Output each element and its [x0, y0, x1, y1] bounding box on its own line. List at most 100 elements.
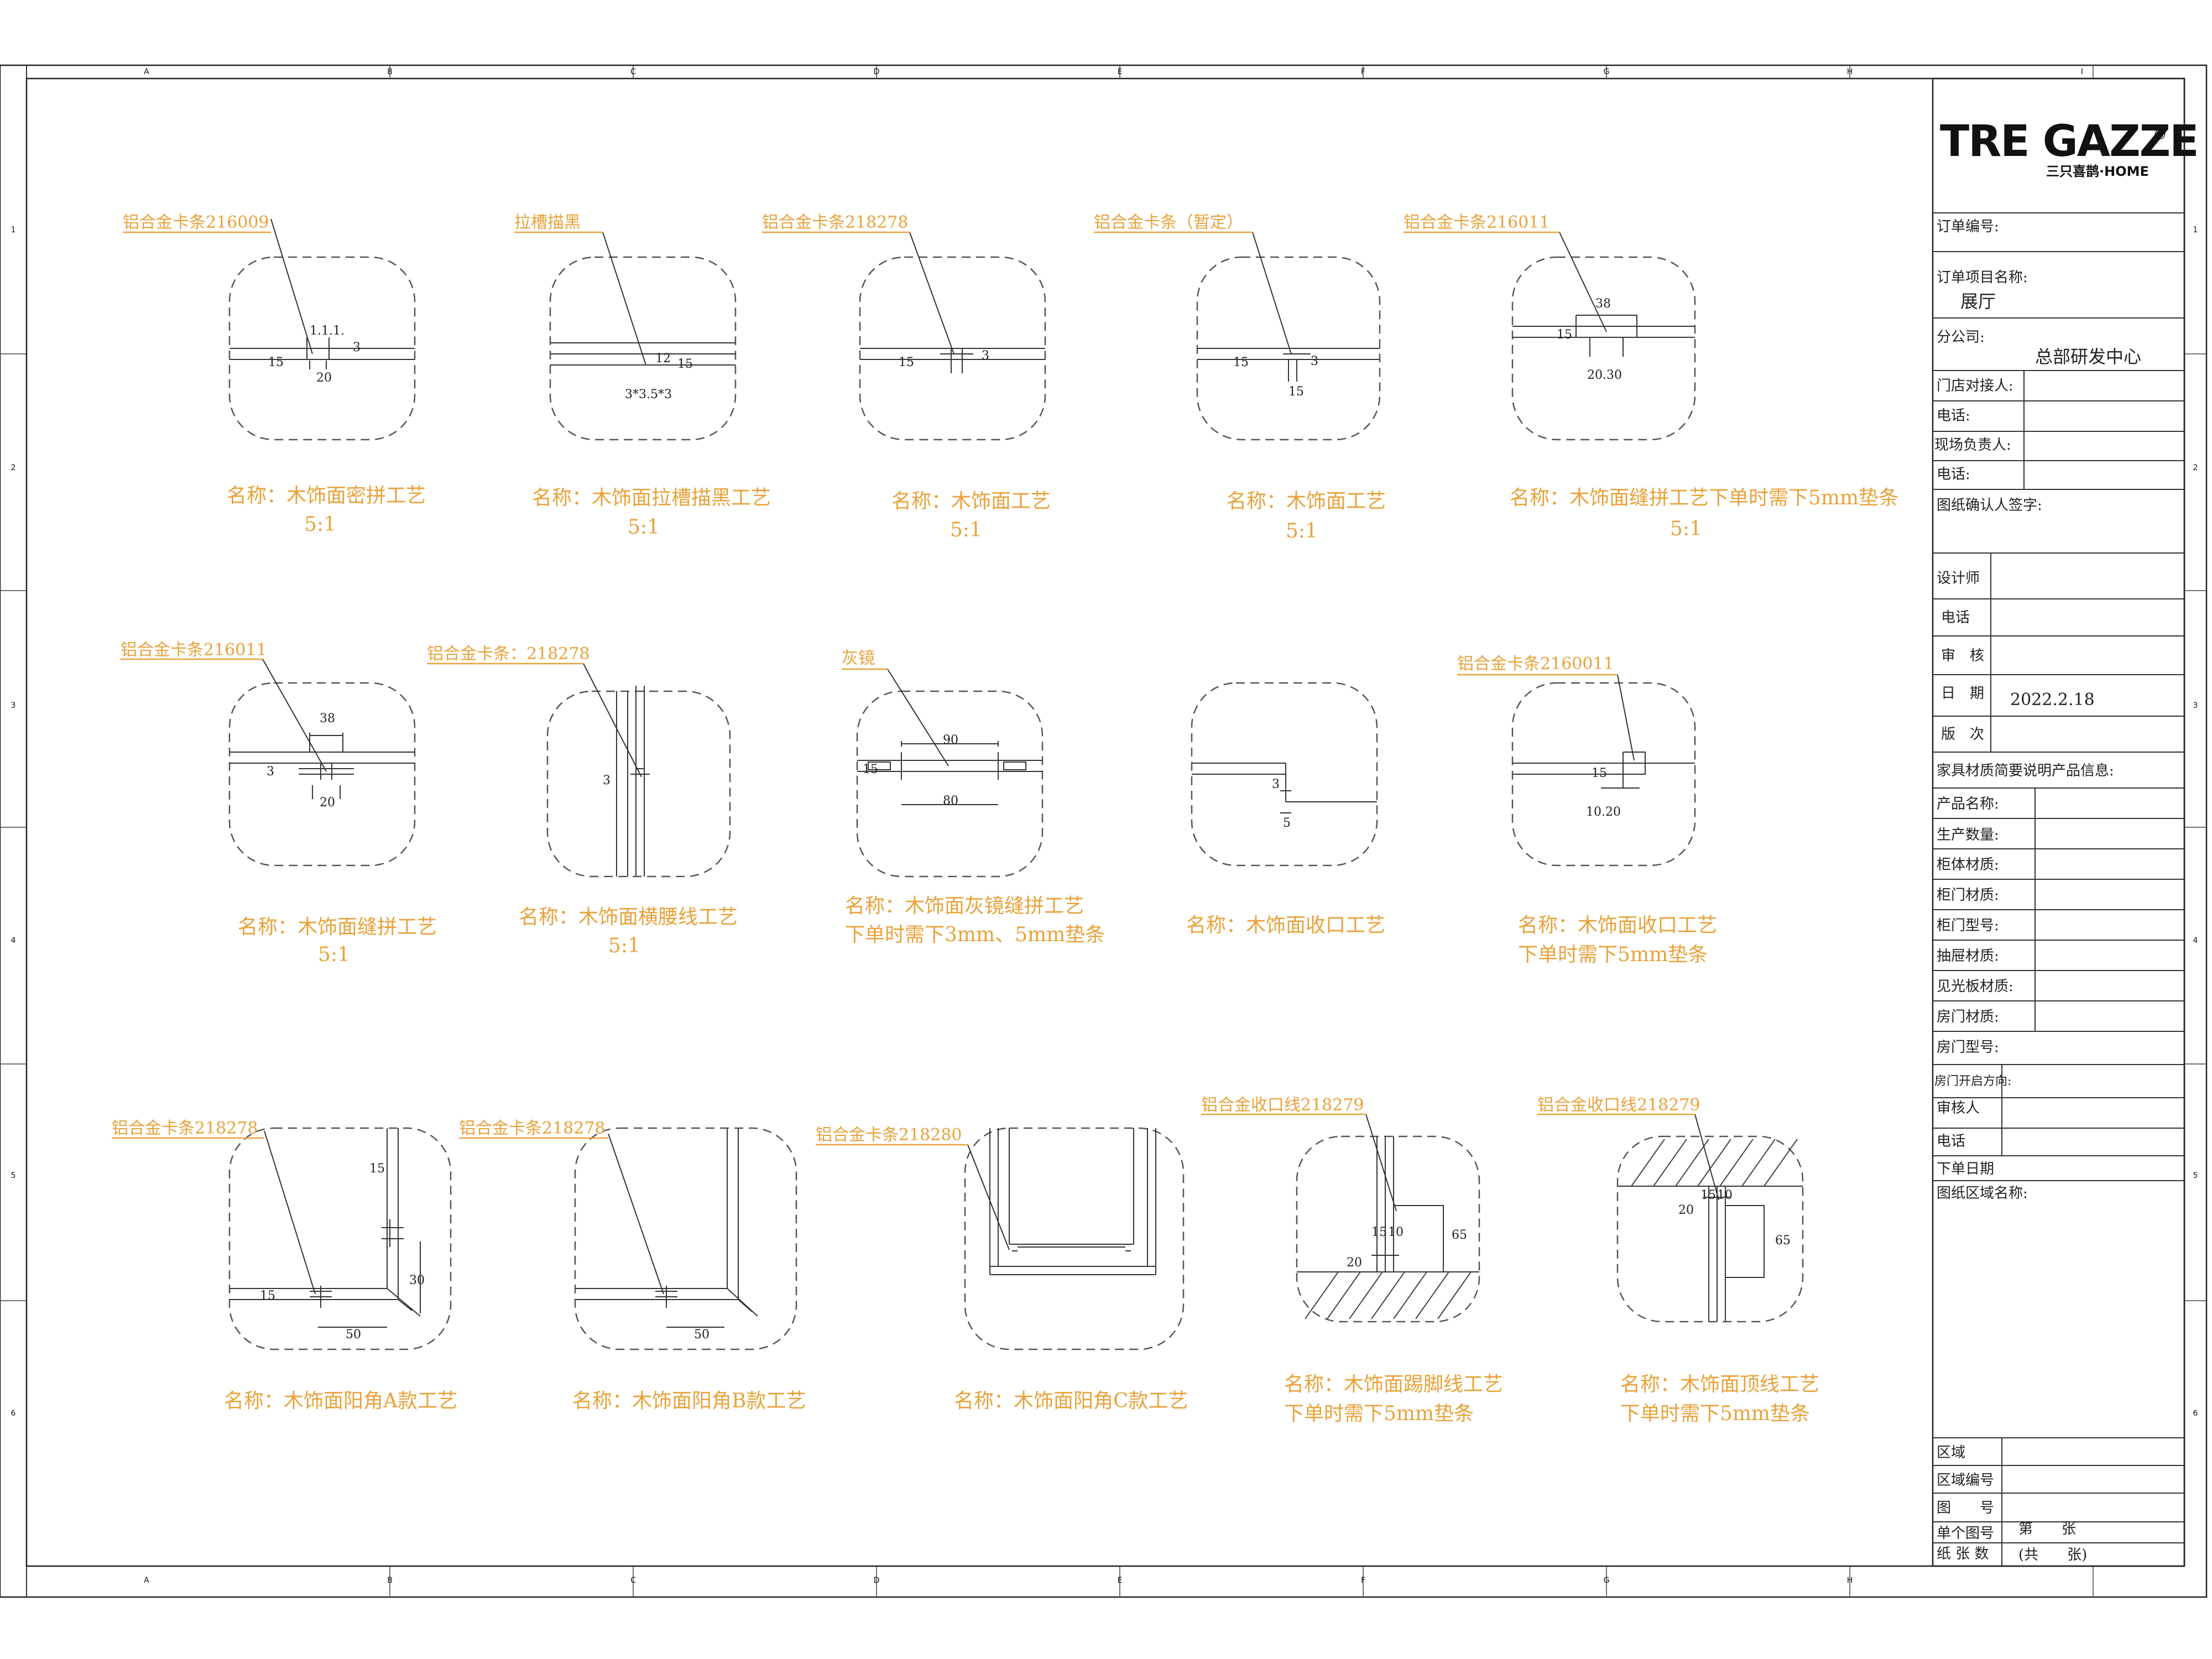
d15-dim-d: 65 [1775, 1234, 1791, 1248]
d3-name: 名称：木饰面工艺 [891, 490, 1051, 513]
grid-col-c: C [630, 67, 636, 76]
d15-name2: 下单时需下5mm垫条 [1620, 1402, 1810, 1425]
grid-col-i: I [2081, 67, 2083, 76]
zone-no-label: 区域编号 [1937, 1472, 1994, 1489]
project-value: 展厅 [1960, 291, 1996, 312]
branch-label: 分公司: [1937, 329, 1985, 346]
area-name-label: 图纸区域名称: [1937, 1185, 2028, 1202]
d8-dim-a: 90 [943, 733, 958, 747]
grid-col-b-bottom: B [387, 1576, 393, 1585]
d5-callout: 铝合金卡条216011 [1404, 213, 1550, 232]
detail-4: 15 3 15 铝合金卡条（暂定） 名称：木饰面工艺 5:1 [1094, 213, 1386, 542]
d8-name: 名称：木饰面灰镜缝拼工艺 [845, 895, 1084, 917]
d2-dim-a: 3*3.5*3 [625, 388, 672, 401]
d8-dim-b: 80 [943, 794, 958, 808]
outer-frame [0, 64, 2208, 1598]
d1-dim-c: 3 [353, 341, 361, 354]
grid-col-h-bottom: H [1847, 1576, 1853, 1585]
grid-col-h: H [1847, 67, 1853, 76]
product-row-5: 抽屉材质: [1937, 948, 1999, 964]
d5-name: 名称：木饰面缝拼工艺下单时需下5mm垫条 [1510, 487, 1898, 509]
title-block: TRE GAZZE ® 三只喜鹊·HOME [1932, 77, 2199, 1567]
d15-callout: 铝合金收口线218279 [1537, 1095, 1700, 1115]
d11-dim-c: 15 [369, 1162, 385, 1176]
reviewer-label: 审核人 [1937, 1100, 1980, 1117]
d4-dim-b: 3 [1311, 354, 1318, 368]
d6-name: 名称：木饰面缝拼工艺 [238, 916, 437, 938]
d14-dim-d: 20 [1347, 1256, 1362, 1270]
d14-name: 名称：木饰面踢脚线工艺 [1284, 1373, 1503, 1396]
d9-dim-a: 3 [1272, 778, 1280, 791]
date-label: 日 期 [1941, 685, 1984, 702]
d10-callout: 铝合金卡条2160011 [1457, 654, 1614, 674]
grid-row-1-right: 1 [2193, 226, 2198, 234]
d14-dim-c: 65 [1452, 1228, 1467, 1242]
d5-dim-b: 20.30 [1587, 368, 1622, 382]
d11-dim-b: 50 [346, 1328, 361, 1342]
grid-col-c-bottom: C [630, 1576, 636, 1585]
detail-7: 3 铝合金卡条：218278 名称：木饰面横腰线工艺 5:1 [427, 644, 738, 957]
date-value: 2022.2.18 [2010, 690, 2095, 709]
grid-col-e: E [1118, 67, 1123, 76]
grid-col-f: F [1361, 67, 1365, 76]
grid-row-3: 3 [11, 701, 16, 710]
d11-dim-d: 30 [409, 1274, 425, 1287]
d11-name: 名称：木饰面阳角A款工艺 [224, 1390, 457, 1412]
grid-col-e-bottom: E [1118, 1576, 1123, 1585]
d6-callout: 铝合金卡条216011 [121, 640, 267, 660]
total-value: (共 张) [2018, 1547, 2087, 1563]
brand-subtext: 三只喜鹊·HOME [2046, 164, 2149, 179]
d10-name: 名称：木饰面收口工艺 [1518, 914, 1717, 937]
designer-label: 设计师 [1937, 570, 1980, 587]
site-manager-label: 现场负责人: [1934, 437, 2011, 453]
d4-callout: 铝合金卡条（暂定） [1094, 213, 1243, 232]
furniture-info-label: 家具材质简要说明产品信息: [1937, 763, 2114, 779]
store-contact-label: 门店对接人: [1937, 378, 2013, 394]
d15-dim-b: 10 [1717, 1188, 1733, 1202]
order-date-label: 下单日期 [1937, 1161, 1994, 1177]
grid-row-4: 4 [11, 936, 16, 945]
d11-dim-a: 15 [260, 1289, 275, 1303]
d1-callout: 铝合金卡条216009 [123, 213, 269, 232]
inner-frame [25, 77, 2185, 1567]
phone1-label: 电话: [1937, 408, 1970, 424]
detail-13: 铝合金卡条218280 名称：木饰面阳角C款工艺 [816, 1125, 1188, 1412]
d2-dim-c: 15 [677, 357, 693, 371]
d15-dim-a: 15 [1700, 1188, 1716, 1202]
d15-dim-c: 20 [1678, 1203, 1694, 1217]
grid-row-3-right: 3 [2193, 701, 2198, 710]
product-row-7: 房门材质: [1937, 1009, 1999, 1025]
d14-callout: 铝合金收口线218279 [1201, 1095, 1364, 1115]
d9-name: 名称：木饰面收口工艺 [1186, 914, 1385, 937]
detail-3: 15 3 铝合金卡条218278 名称：木饰面工艺 5:1 [762, 213, 1051, 541]
grid-col-a: A [144, 67, 149, 76]
product-row-0: 产品名称: [1937, 796, 1999, 812]
d2-name: 名称：木饰面拉槽描黑工艺 [532, 487, 771, 509]
detail-15: 15 10 20 65 铝合金收口线218279 名称：木饰面顶线工艺 下单时需… [1537, 1095, 1819, 1425]
d8-dim-c: 15 [863, 763, 878, 776]
d15-name: 名称：木饰面顶线工艺 [1620, 1373, 1819, 1396]
product-row-6: 见光板材质: [1937, 978, 2013, 995]
grid-col-b: B [387, 67, 393, 76]
grid-row-2: 2 [11, 463, 16, 472]
grid-col-a-bottom: A [144, 1576, 149, 1585]
grid-col-g: G [1604, 67, 1610, 76]
d13-name: 名称：木饰面阳角C款工艺 [954, 1390, 1188, 1412]
d3-dim-b: 3 [982, 349, 989, 363]
d14-dim-b: 10 [1388, 1225, 1404, 1239]
d1-dim-a: 20 [316, 371, 332, 385]
phone2-label: 电话: [1937, 466, 1970, 483]
d2-scale: 5:1 [628, 516, 660, 539]
detail-6: 38 20 3 铝合金卡条216011 名称：木饰面缝拼工艺 5:1 [121, 640, 437, 966]
d6-dim-a: 38 [320, 712, 335, 726]
d1-scale: 5:1 [304, 513, 336, 536]
detail-10: 15 10.20 铝合金卡条2160011 名称：木饰面收口工艺 下单时需下5m… [1457, 654, 1717, 966]
d3-scale: 5:1 [950, 519, 982, 541]
d12-dim-a: 50 [694, 1328, 709, 1342]
d10-dim-a: 15 [1592, 766, 1607, 780]
d1-dim-d: 1.1.1. [310, 324, 345, 338]
grid-col-f-bottom: F [1361, 1576, 1365, 1585]
grid-row-1: 1 [11, 226, 16, 234]
product-row-2: 柜体材质: [1937, 857, 1999, 873]
